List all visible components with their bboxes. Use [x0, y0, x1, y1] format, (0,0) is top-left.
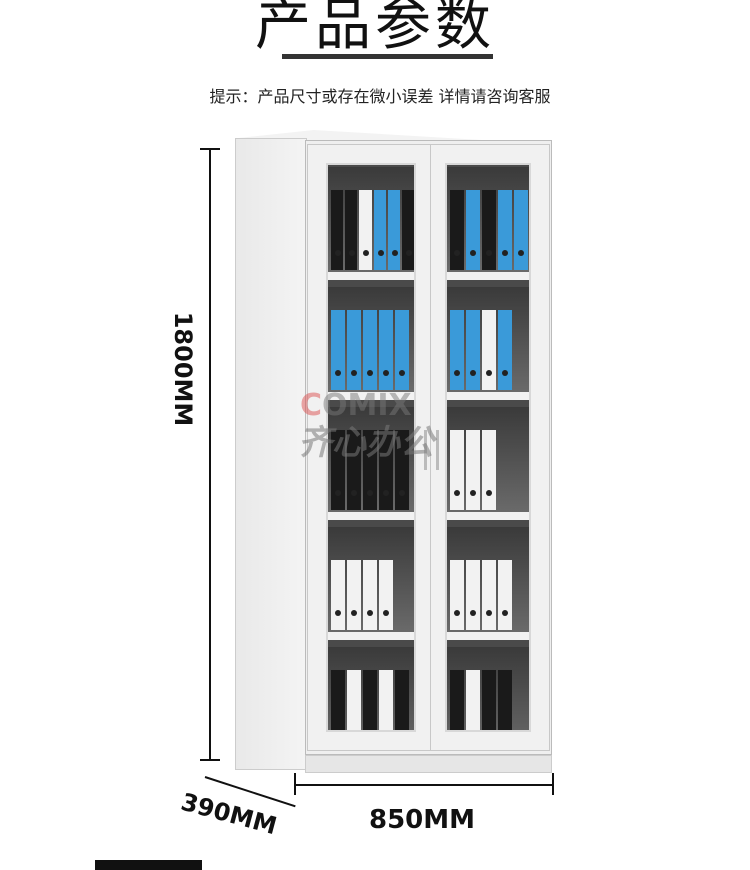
shelf-compartment	[328, 407, 414, 512]
binder	[450, 670, 464, 730]
cabinet-side-panel	[235, 138, 307, 770]
binder	[450, 310, 464, 390]
height-tick-bottom	[200, 759, 220, 761]
binder	[379, 310, 393, 390]
shelf	[447, 512, 529, 520]
section-divider-bar	[95, 860, 202, 870]
right-door-handle	[436, 430, 439, 470]
shelf-compartment	[447, 527, 529, 632]
shelf-compartment	[328, 527, 414, 632]
watermark-text: 齐心办公	[298, 423, 434, 463]
binder	[466, 190, 480, 270]
binder	[466, 430, 480, 510]
binder	[498, 560, 512, 630]
binder	[498, 190, 512, 270]
binder	[347, 430, 361, 510]
binder	[331, 190, 344, 270]
height-tick-top	[200, 148, 220, 150]
binder	[331, 670, 345, 730]
binder	[363, 560, 377, 630]
height-dimension-line	[209, 148, 211, 760]
watermark-logo: COMIX	[300, 388, 412, 423]
shelf	[447, 632, 529, 640]
binder	[363, 430, 377, 510]
shelf	[447, 392, 529, 400]
binder	[379, 430, 393, 510]
page-title: 产品参数	[255, 0, 495, 58]
shelf	[328, 512, 414, 520]
height-label: 1800MM	[169, 311, 197, 427]
binder	[331, 560, 345, 630]
cabinet-base	[305, 755, 552, 773]
binder	[379, 560, 393, 630]
binder	[359, 190, 372, 270]
binder	[331, 310, 345, 390]
binder	[331, 430, 345, 510]
shelf-compartment	[328, 647, 414, 730]
binder	[450, 190, 464, 270]
binder	[347, 560, 361, 630]
binder	[466, 560, 480, 630]
width-tick-right	[552, 773, 554, 795]
shelf-compartment	[328, 167, 414, 272]
binder	[482, 560, 496, 630]
binder	[450, 560, 464, 630]
binder	[498, 670, 512, 730]
binder	[401, 190, 414, 270]
binder	[395, 670, 409, 730]
binder	[482, 670, 496, 730]
binder	[450, 430, 464, 510]
right-glass-door	[430, 144, 550, 751]
binder	[514, 190, 528, 270]
title-underline	[282, 54, 493, 59]
binder	[482, 310, 496, 390]
shelf-compartment	[447, 647, 529, 730]
width-label: 850MM	[368, 805, 476, 835]
shelf-compartment	[447, 167, 529, 272]
binder	[373, 190, 386, 270]
shelf-compartment	[447, 287, 529, 392]
size-hint-text: 提示：产品尺寸或存在微小误差 详情请咨询客服	[209, 87, 551, 106]
binder	[379, 670, 393, 730]
left-glass-door	[307, 144, 431, 751]
width-dimension-line	[295, 784, 553, 786]
width-tick-left	[294, 773, 296, 795]
binder	[466, 310, 480, 390]
right-door-glass	[445, 163, 531, 732]
binder	[347, 670, 361, 730]
binder	[363, 310, 377, 390]
left-door-glass	[326, 163, 416, 732]
shelf	[328, 272, 414, 280]
shelf-compartment	[447, 407, 529, 512]
binder	[395, 430, 409, 510]
binder	[347, 310, 361, 390]
binder	[498, 310, 512, 390]
binder	[395, 310, 409, 390]
binder	[482, 430, 496, 510]
binder	[482, 190, 496, 270]
shelf	[328, 392, 414, 400]
binder	[363, 670, 377, 730]
left-door-handle	[424, 430, 427, 470]
shelf	[447, 272, 529, 280]
binder	[345, 190, 358, 270]
binder	[466, 670, 480, 730]
shelf-compartment	[328, 287, 414, 392]
binder	[387, 190, 400, 270]
shelf	[328, 632, 414, 640]
